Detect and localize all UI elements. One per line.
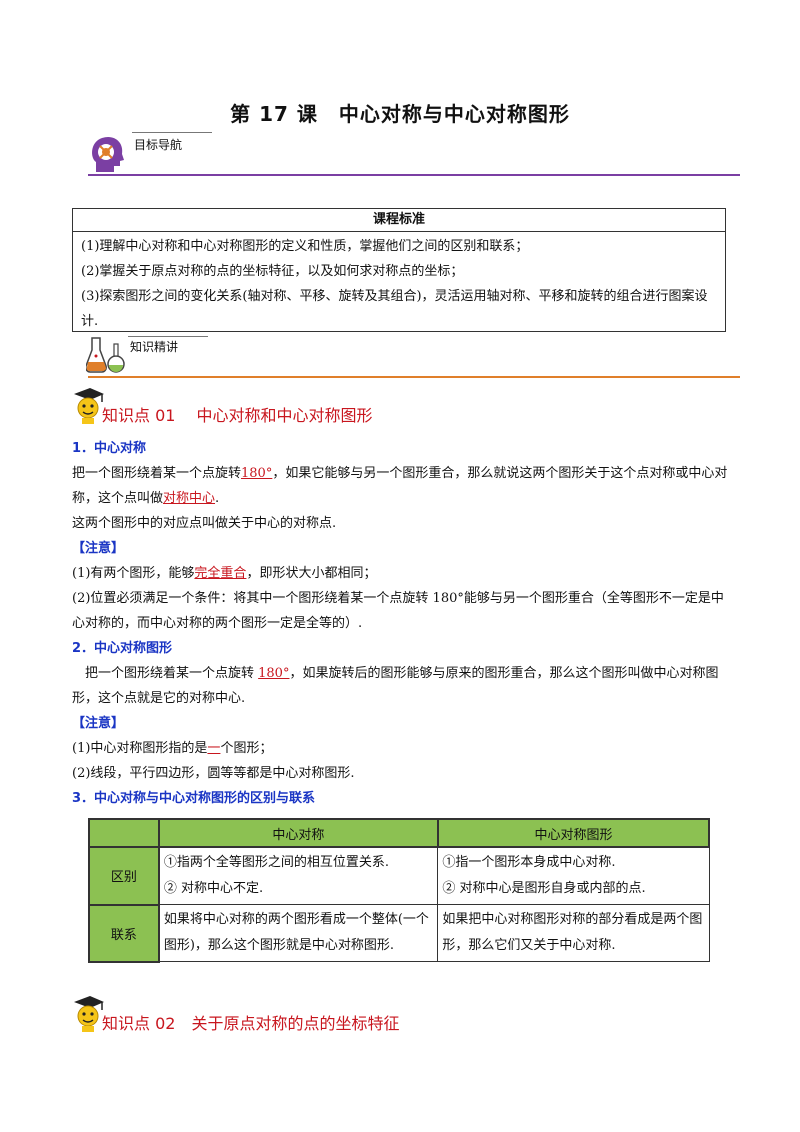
table-cell: 如果将中心对称的两个图形看成一个整体(一个图形)，那么这个图形就是中心对称图形.: [158, 904, 439, 962]
highlight: 对称中心: [163, 491, 216, 506]
highlight: 完全重合: [194, 566, 247, 581]
table-corner-cell: [88, 818, 160, 848]
goal-navigation-header: 目标导航: [88, 128, 740, 178]
table-cell: 如果把中心对称图形对称的部分看成是两个图形，那么它们又关于中心对称.: [437, 904, 710, 962]
knowledge-label: 知识精讲: [130, 340, 179, 354]
standard-item: (3)探索图形之间的变化关系(轴对称、平移、旋转及其组合)，灵活运用轴对称、平移…: [81, 289, 708, 329]
section-heading: 3．中心对称与中心对称图形的区别与联系: [72, 791, 316, 806]
paragraph: 把一个图形绕着某一个点旋转 180°，如果旋转后的图形能够与原来的图形重合，那么…: [72, 666, 719, 706]
section-heading: 1．中心对称: [72, 441, 147, 456]
table-header-cell: 中心对称图形: [436, 818, 711, 848]
table-row-label: 区别: [88, 846, 160, 906]
paragraph: 把一个图形绕着某一个点旋转180°，如果它能够与另一个图形重合，那么就说这两个图…: [72, 466, 728, 506]
note-item: (1)有两个图形，能够完全重合，即形状大小都相同；: [72, 566, 377, 581]
course-standards-heading: 课程标准: [73, 209, 725, 232]
page-title: 第 17 课 中心对称与中心对称图形: [230, 102, 570, 126]
knowledge-point-2-heading: 知识点 02 关于原点对称的点的坐标特征: [102, 1014, 400, 1033]
table-cell: ①指两个全等图形之间的相互位置关系. ② 对称中心不定.: [158, 846, 439, 905]
brain-head-icon: [92, 136, 124, 172]
standard-item: (2)掌握关于原点对称的点的坐标特征，以及如何求对称点的坐标；: [81, 264, 464, 279]
table-cell: ①指一个图形本身成中心对称. ② 对称中心是图形自身或内部的点.: [437, 846, 710, 905]
note-item: (2)位置必须满足一个条件：将其中一个图形绕着某一个点旋转 180°能够与另一个…: [72, 591, 724, 631]
note-item: (2)线段，平行四边形，圆等等都是中心对称图形.: [72, 766, 355, 781]
note-label: 【注意】: [72, 541, 125, 556]
paragraph: 这两个图形中的对应点叫做关于中心的对称点.: [72, 516, 337, 531]
knowledge-header: 知识精讲: [86, 334, 740, 380]
lab-flask-icon: [86, 337, 125, 373]
course-standards-box: 课程标准 (1)理解中心对称和中心对称图形的定义和性质，掌握他们之间的区别和联系…: [72, 208, 726, 332]
highlight: 一: [207, 741, 221, 756]
note-label: 【注意】: [72, 716, 125, 731]
goal-navigation-label: 目标导航: [134, 138, 183, 152]
note-item: (1)中心对称图形指的是一个图形；: [72, 741, 273, 756]
section-heading: 2．中心对称图形: [72, 641, 173, 656]
table-row-label: 联系: [88, 903, 160, 963]
graduate-mascot-icon: [74, 996, 104, 1032]
highlight: 180°: [258, 666, 290, 681]
graduate-mascot-icon: [74, 388, 104, 424]
table-header-cell: 中心对称: [157, 818, 439, 848]
comparison-table: 中心对称 中心对称图形 区别 ①指两个全等图形之间的相互位置关系. ② 对称中心…: [88, 818, 711, 963]
highlight: 180°: [241, 466, 273, 481]
knowledge-point-1-content: 1．中心对称 把一个图形绕着某一个点旋转180°，如果它能够与另一个图形重合，那…: [72, 436, 736, 811]
purple-rule: [88, 174, 740, 176]
standard-item: (1)理解中心对称和中心对称图形的定义和性质，掌握他们之间的区别和联系；: [81, 239, 529, 254]
knowledge-point-1-heading: 知识点 01 中心对称和中心对称图形: [102, 406, 373, 425]
header-divider: [132, 132, 212, 133]
orange-rule: [88, 376, 740, 378]
header-divider: [128, 336, 208, 337]
